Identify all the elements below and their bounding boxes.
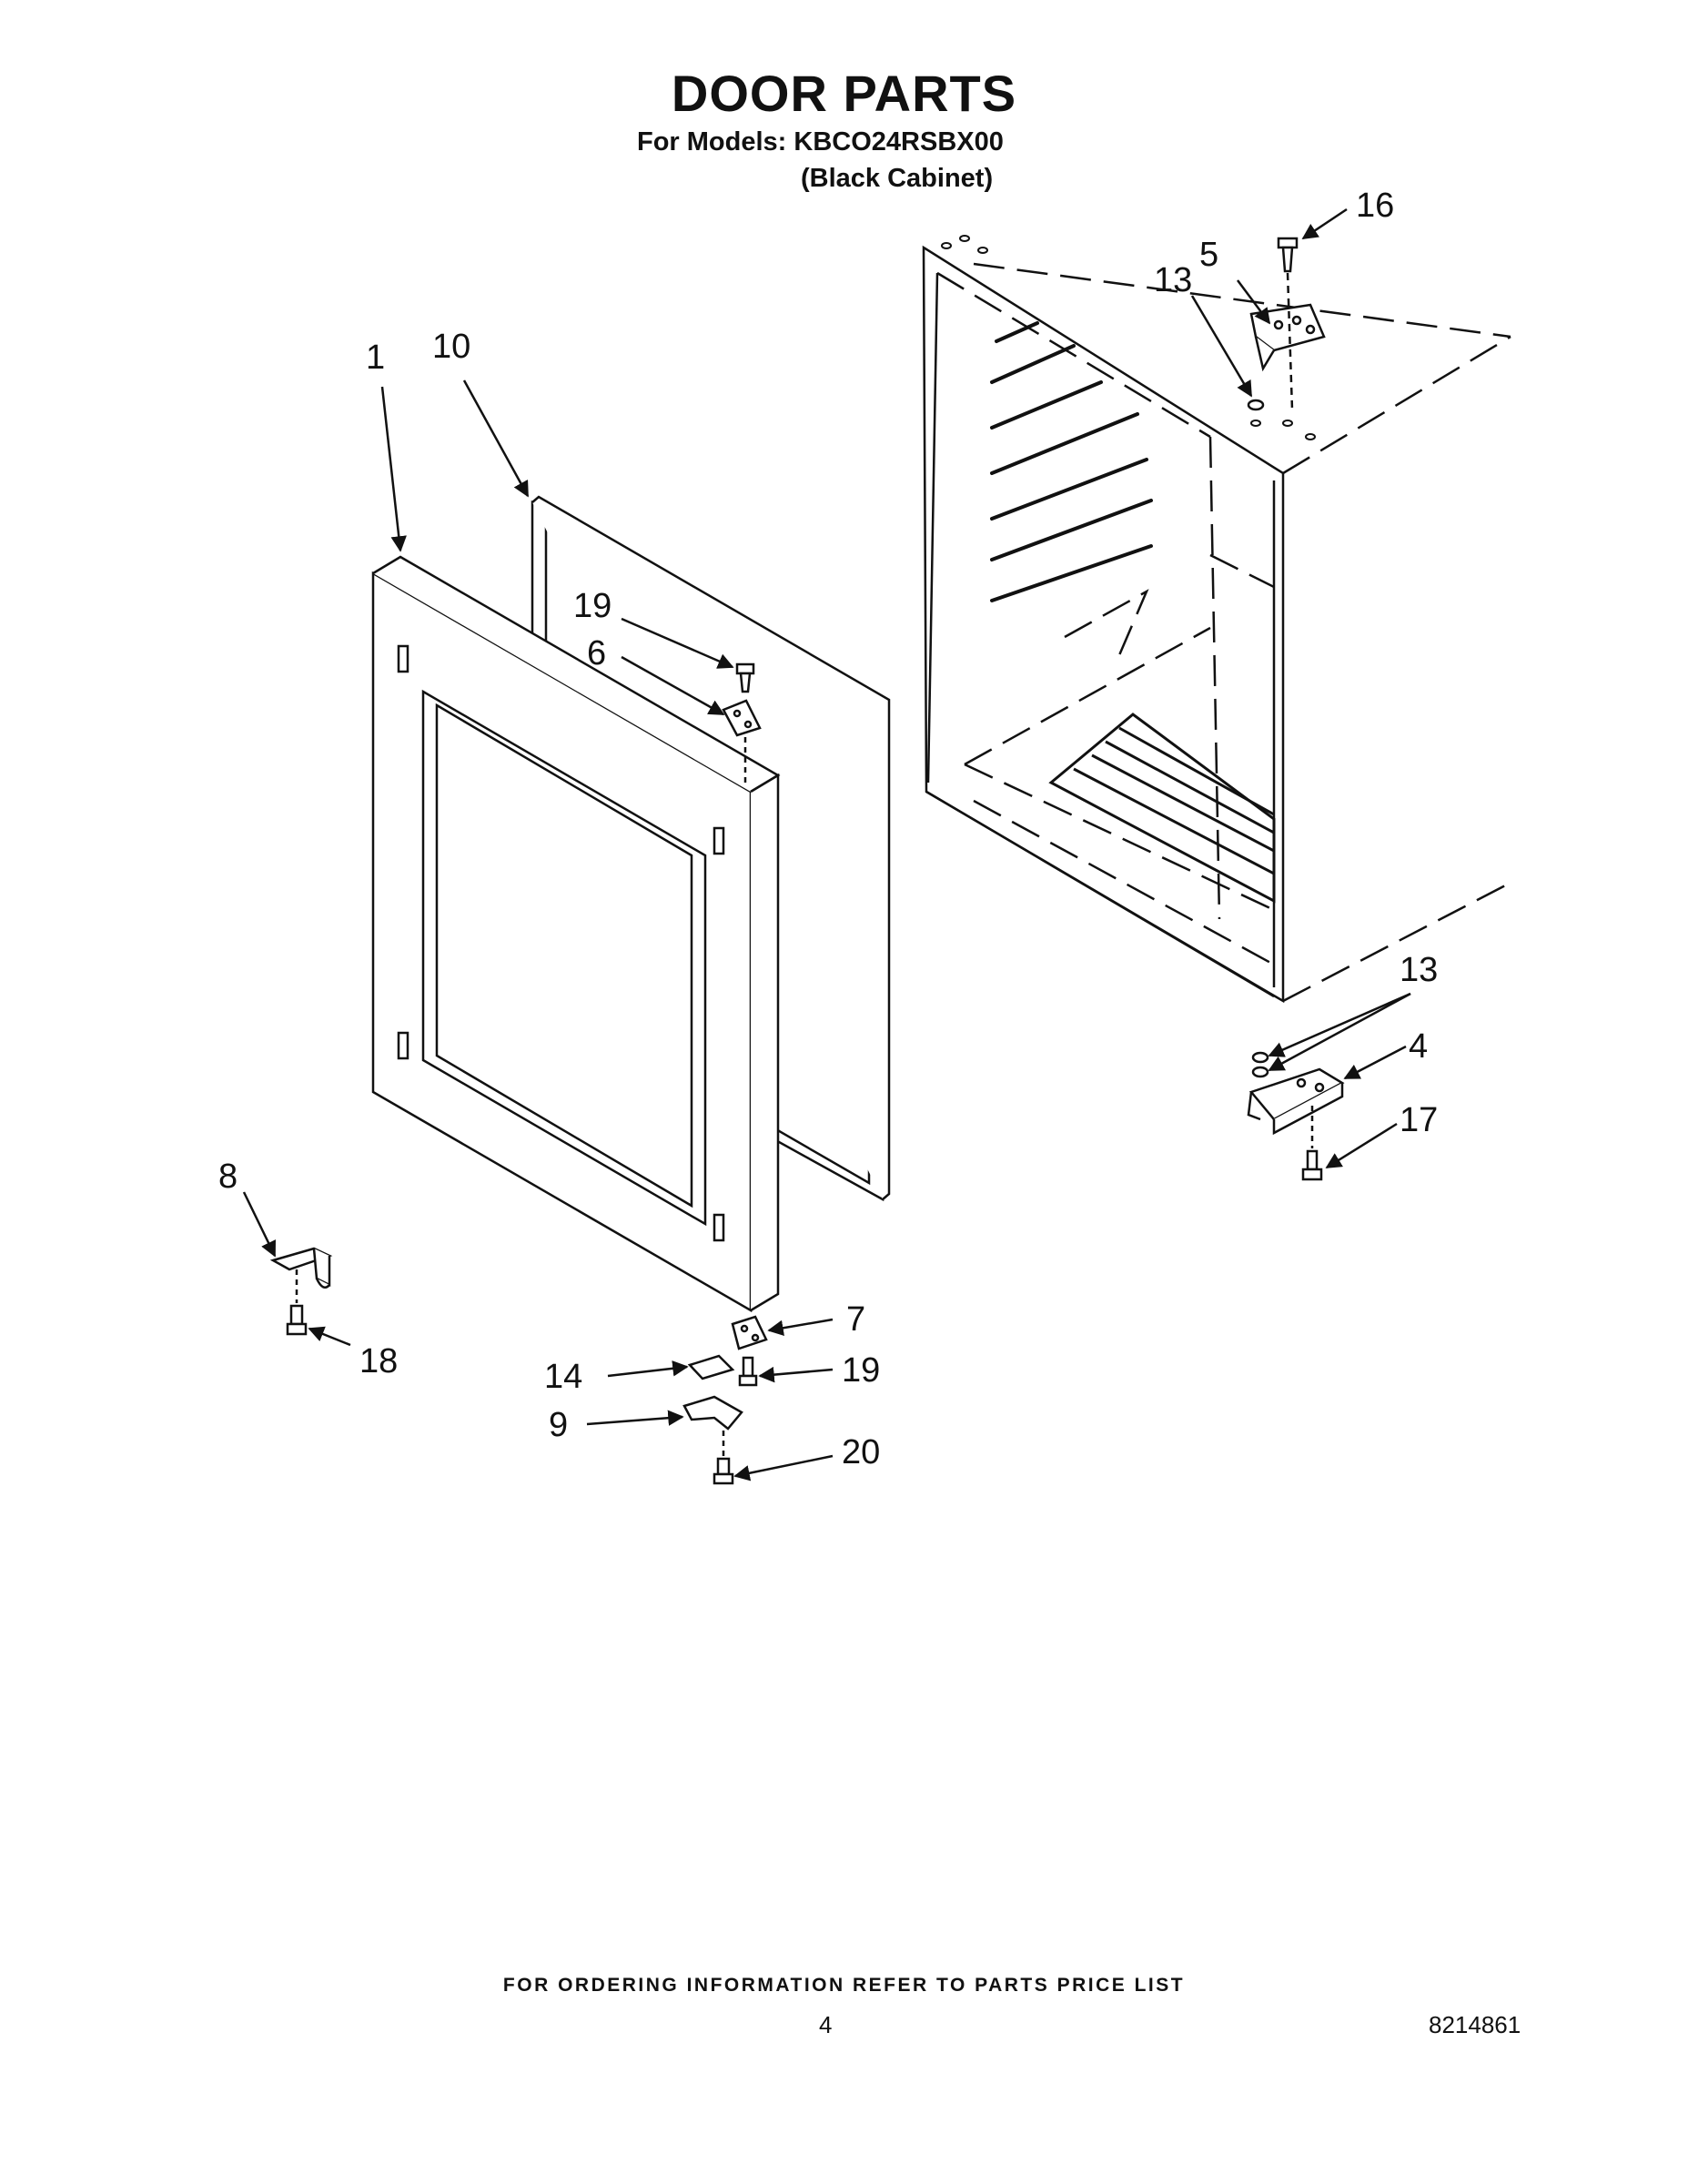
callout-16: 16 xyxy=(1356,187,1394,225)
cabinet-dashed-edges xyxy=(936,262,1511,1003)
callout-8: 8 xyxy=(218,1158,238,1196)
callout-13-top: 13 xyxy=(1154,261,1192,299)
cabinet-holes xyxy=(941,235,1316,440)
ordering-note: FOR ORDERING INFORMATION REFER TO PARTS … xyxy=(502,1975,1186,1996)
callout-labels: 16 5 13 1 10 19 6 13 4 17 8 18 7 19 14 9… xyxy=(218,187,1438,1471)
callout-17: 17 xyxy=(1400,1101,1438,1139)
cabinet-floor-grille xyxy=(1048,713,1276,904)
callout-7: 7 xyxy=(846,1300,865,1339)
callout-13-bottom: 13 xyxy=(1400,951,1438,989)
screw-part-20 xyxy=(713,1457,734,1485)
hinge-plate-part-7 xyxy=(731,1315,768,1350)
page-number: 4 xyxy=(819,2011,833,2038)
screw-part-17 xyxy=(1301,1106,1323,1181)
cabinet-note: (Black Cabinet) xyxy=(801,164,994,193)
callout-6: 6 xyxy=(587,634,606,672)
callout-9: 9 xyxy=(549,1406,568,1444)
callout-4: 4 xyxy=(1409,1027,1428,1066)
screw-part-19-top xyxy=(735,662,755,783)
page-title: DOOR PARTS xyxy=(671,65,1017,122)
hinge-plate-part-6 xyxy=(722,699,762,737)
cabinet-vents xyxy=(990,321,1153,602)
bracket-part-9 xyxy=(682,1395,743,1456)
document-number: 8214861 xyxy=(1429,2011,1521,2038)
washer-part-13-bottom xyxy=(1251,1051,1269,1078)
washer-part-13-top xyxy=(1247,399,1265,411)
screw-part-18 xyxy=(286,1304,308,1336)
callout-14: 14 xyxy=(544,1358,582,1396)
callout-20: 20 xyxy=(842,1433,880,1471)
bottom-hinge-part-4 xyxy=(1247,1067,1345,1136)
screw-part-19-bottom xyxy=(738,1356,758,1387)
door-frame-part-1 xyxy=(371,555,781,1313)
callout-19-top: 19 xyxy=(573,587,612,625)
callout-1: 1 xyxy=(366,339,385,377)
bracket-part-8 xyxy=(269,1247,333,1303)
callout-18: 18 xyxy=(359,1342,398,1380)
models-line: For Models: KBCO24RSBX00 xyxy=(637,127,1004,157)
leader-arrows xyxy=(242,207,1411,1481)
callout-5: 5 xyxy=(1199,236,1218,274)
callout-10: 10 xyxy=(432,328,470,366)
screw-part-16 xyxy=(1277,237,1299,410)
spacer-part-14 xyxy=(687,1354,735,1380)
callout-19-bottom: 19 xyxy=(842,1351,880,1390)
